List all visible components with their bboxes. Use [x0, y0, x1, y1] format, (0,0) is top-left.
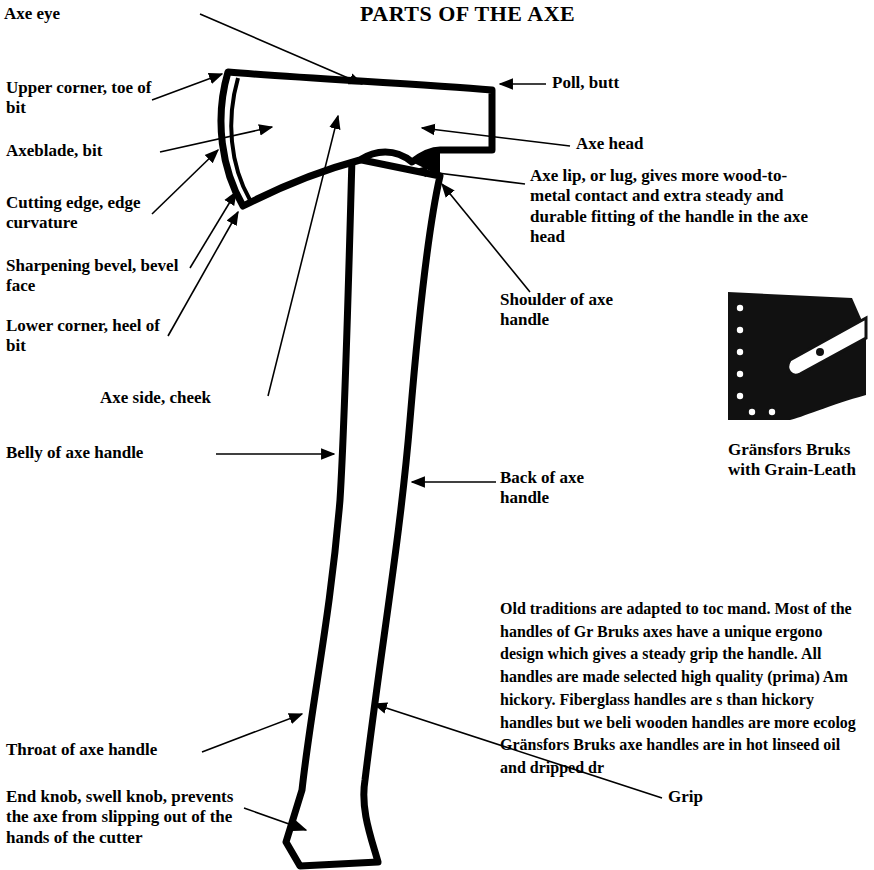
part-label: Grip	[668, 787, 748, 807]
part-label: Lower corner, heel of bit	[6, 316, 168, 357]
picture-caption: Gränsfors Bruks with Grain-Leath	[728, 440, 868, 481]
axe-handle	[286, 158, 440, 866]
part-label: Throat of axe handle	[6, 740, 206, 760]
sheath-picture	[728, 292, 866, 420]
axe-head	[221, 72, 492, 206]
part-label: Cutting edge, edge curvature	[6, 193, 154, 234]
part-label: Belly of axe handle	[6, 443, 216, 463]
part-label: Axe head	[576, 134, 736, 154]
part-label: Axe side, cheek	[100, 388, 270, 408]
part-label: Sharpening bevel, bevel face	[6, 256, 191, 297]
part-label: Axe eye	[4, 4, 204, 24]
note-paragraph: Old traditions are adapted to toc mand. …	[500, 598, 866, 780]
part-label: End knob, swell knob, prevents the axe f…	[6, 787, 242, 848]
part-label: Back of axe handle	[500, 468, 620, 509]
part-label: Upper corner, toe of bit	[6, 78, 156, 119]
bevel-line	[231, 78, 250, 200]
title: PARTS OF THE AXE	[360, 2, 575, 26]
part-label: Axe lip, or lug, gives more wood-to-meta…	[530, 166, 820, 248]
part-label: Axeblade, bit	[6, 141, 166, 161]
part-label: Shoulder of axe handle	[500, 290, 650, 331]
part-label: Poll, butt	[552, 73, 712, 93]
